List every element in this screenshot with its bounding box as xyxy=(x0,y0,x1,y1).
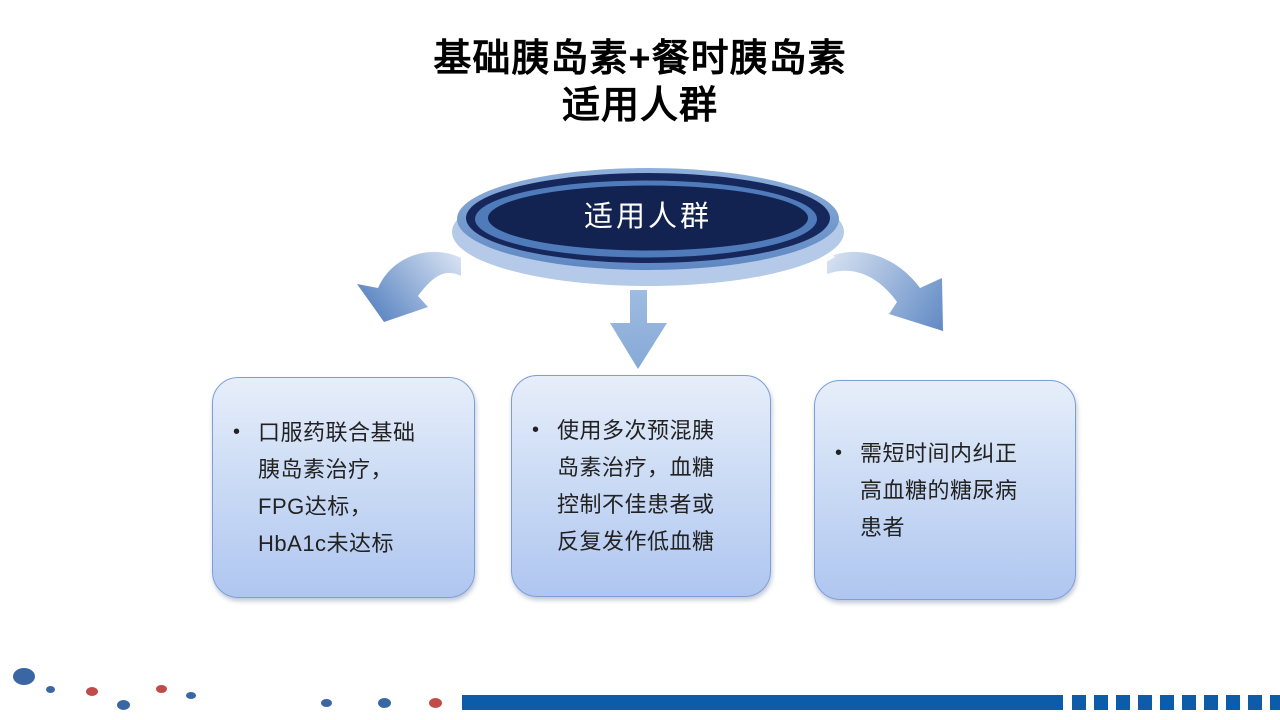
footer-bar-segment xyxy=(1270,695,1280,710)
decor-dot xyxy=(378,698,391,708)
footer-bar-segment xyxy=(1094,695,1108,710)
footer-bar-segment xyxy=(1072,695,1086,710)
decor-dot xyxy=(117,700,130,710)
decor-dot xyxy=(13,668,35,685)
slide-title-line2: 适用人群 xyxy=(561,85,718,127)
footer-bar-segment xyxy=(1226,695,1240,710)
card-premix-insulin: • 使用多次预混胰 岛素治疗，血糖 控制不佳患者或 反复发作低血糖 xyxy=(511,375,771,597)
curved-arrow-right-icon xyxy=(827,251,943,331)
footer-bar-segment xyxy=(1116,695,1130,710)
footer-bar-segment xyxy=(1204,695,1218,710)
hub-label: 适用人群 xyxy=(583,201,712,233)
footer-bar-segment xyxy=(1160,695,1174,710)
decor-dot xyxy=(429,698,442,708)
hub-ellipse xyxy=(452,168,844,292)
slide-title: 基础胰岛素+餐时胰岛素 适用人群 xyxy=(0,36,1280,130)
bullet-icon: • xyxy=(532,419,540,441)
curved-arrow-left-icon xyxy=(357,251,461,322)
card-text: 需短时间内纠正 高血糖的糖尿病 患者 xyxy=(860,440,1018,540)
footer-bar-segment xyxy=(1248,695,1262,710)
footer-bar xyxy=(462,695,1063,710)
decor-dot xyxy=(186,692,196,699)
card-text: 使用多次预混胰 岛素治疗，血糖 控制不佳患者或 反复发作低血糖 xyxy=(557,418,715,554)
decor-dot xyxy=(321,699,332,707)
footer-bar-segment xyxy=(1138,695,1152,710)
slide-title-line1: 基础胰岛素+餐时胰岛素 xyxy=(433,38,847,80)
card-oral-drug-basal: • 口服药联合基础 胰岛素治疗， FPG达标， HbA1c未达标 xyxy=(212,377,475,598)
footer-bar-dashes xyxy=(1072,695,1280,710)
bullet-icon: • xyxy=(233,420,241,443)
footer-bar-segment xyxy=(1182,695,1196,710)
down-arrow-icon xyxy=(610,290,667,369)
bullet-icon: • xyxy=(835,441,843,464)
decor-dot xyxy=(86,687,98,696)
decor-dot xyxy=(46,686,55,693)
decor-dot xyxy=(156,685,167,693)
card-text: 口服药联合基础 胰岛素治疗， FPG达标， HbA1c未达标 xyxy=(258,419,416,556)
card-rapid-correction: • 需短时间内纠正 高血糖的糖尿病 患者 xyxy=(814,380,1076,600)
hub-inner-disc xyxy=(488,185,808,251)
